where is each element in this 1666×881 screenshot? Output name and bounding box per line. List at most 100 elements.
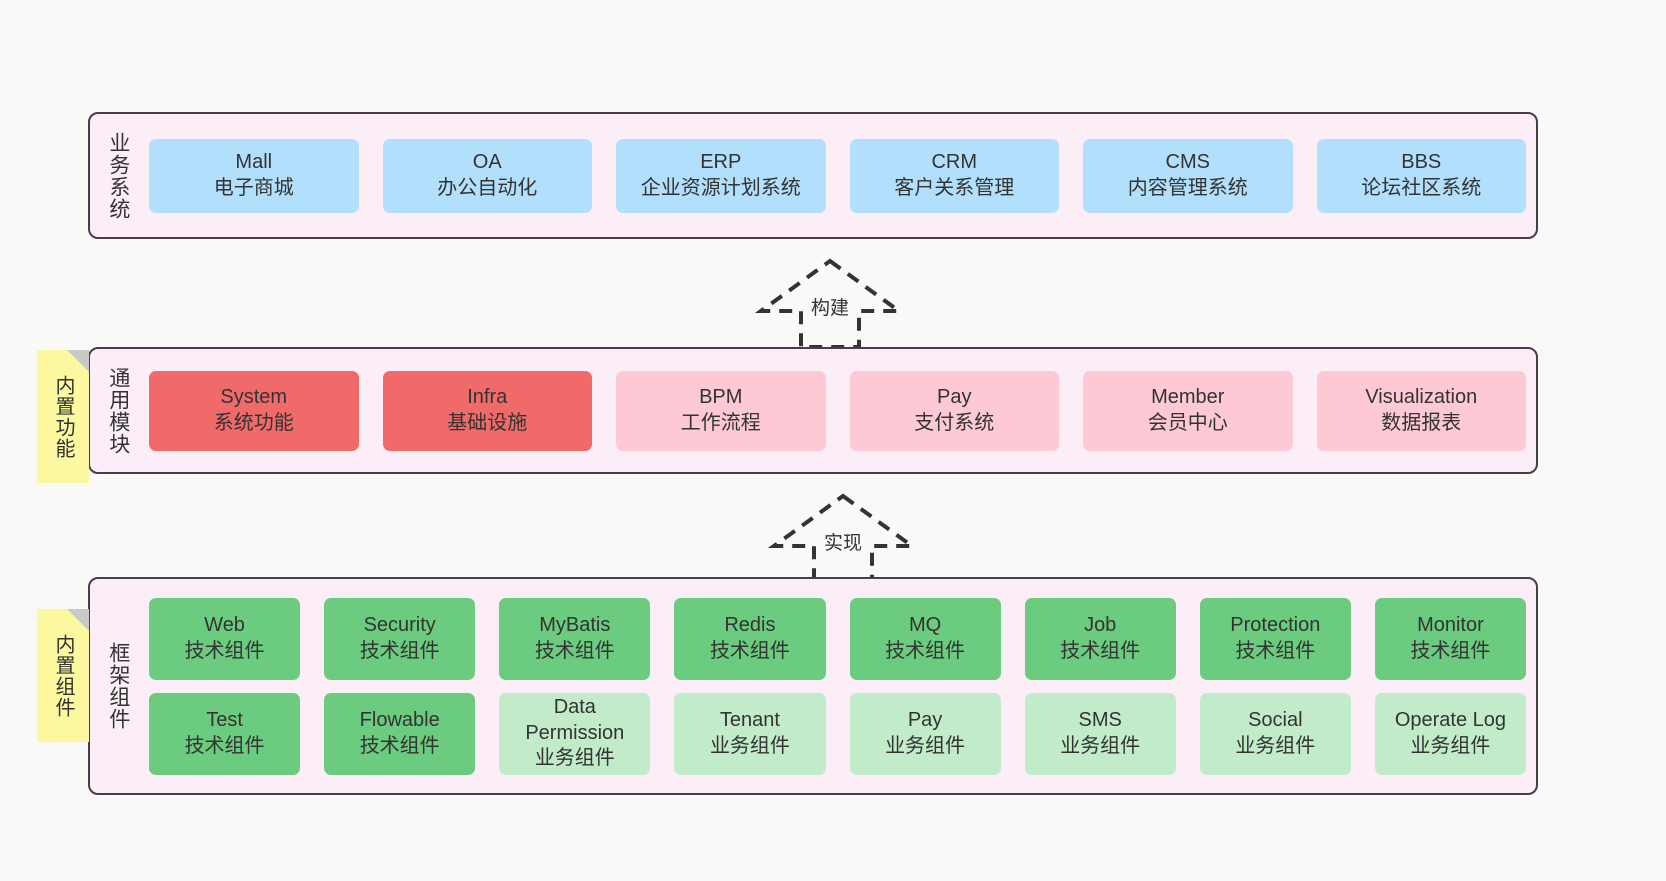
business-card-bbs[interactable]: BBS 论坛社区系统	[1316, 138, 1526, 213]
card-subtitle: 内容管理系统	[1127, 176, 1248, 199]
note-fold-corner-icon	[67, 350, 89, 372]
component-card-social[interactable]: Social 业务组件	[1199, 692, 1351, 775]
card-title: BBS	[1401, 150, 1442, 173]
card-title: Pay	[937, 385, 972, 408]
sticky-note-builtin-component: 内置组件	[37, 609, 89, 742]
card-title: Job	[1084, 613, 1117, 636]
card-title: Monitor	[1417, 613, 1484, 636]
card-subtitle: 技术组件	[359, 734, 440, 757]
component-card-job[interactable]: Job 技术组件	[1024, 597, 1176, 680]
card-title: BPM	[699, 385, 743, 408]
component-card-test[interactable]: Test 技术组件	[149, 692, 301, 775]
module-card-bpm[interactable]: BPM 工作流程	[616, 370, 826, 451]
component-card-mybatis[interactable]: MyBatis 技术组件	[499, 597, 651, 680]
card-title: Infra	[467, 385, 508, 408]
card-title: Social	[1248, 708, 1303, 731]
business-card-erp[interactable]: ERP 企业资源计划系统	[616, 138, 826, 213]
component-card-security[interactable]: Security 技术组件	[324, 597, 476, 680]
card-title: Tenant	[719, 708, 780, 731]
card-title: Flowable	[359, 708, 440, 731]
implement-arrow-label: 实现	[823, 533, 862, 554]
card-subtitle: 论坛社区系统	[1361, 176, 1482, 199]
module-card-visualization[interactable]: Visualization 数据报表	[1316, 370, 1526, 451]
component-card-protection[interactable]: Protection 技术组件	[1199, 597, 1351, 680]
card-title: CMS	[1165, 150, 1210, 173]
card-subtitle: 会员中心	[1147, 411, 1228, 434]
card-title: SMS	[1078, 708, 1122, 731]
card-subtitle: 企业资源计划系统	[640, 176, 801, 199]
card-subtitle: 业务组件	[1235, 734, 1316, 757]
card-subtitle: 技术组件	[359, 639, 440, 662]
card-title: Protection	[1230, 613, 1321, 636]
component-card-pay[interactable]: Pay 业务组件	[849, 692, 1001, 775]
card-subtitle: 技术组件	[1060, 639, 1141, 662]
component-card-web[interactable]: Web 技术组件	[149, 597, 301, 680]
common-modules-label: 通用模块	[106, 366, 130, 455]
card-subtitle: 技术组件	[709, 639, 790, 662]
card-title: Member	[1151, 385, 1225, 408]
card-title: MyBatis	[539, 613, 611, 636]
framework-components-label: 框架组件	[106, 642, 130, 730]
card-subtitle: 数据报表	[1381, 411, 1462, 434]
build-arrow-label: 构建	[810, 298, 849, 319]
component-card-mq[interactable]: MQ 技术组件	[849, 597, 1001, 680]
card-title: System	[220, 385, 288, 408]
component-card-sms[interactable]: SMS 业务组件	[1024, 692, 1176, 775]
module-card-infra[interactable]: Infra 基础设施	[382, 370, 592, 451]
card-title: Visualization	[1365, 385, 1478, 408]
card-title: Pay	[907, 708, 943, 731]
card-title: Operate Log	[1394, 708, 1507, 731]
component-card-operate-log[interactable]: Operate Log 业务组件	[1374, 692, 1526, 775]
card-title: Test	[206, 708, 243, 731]
card-subtitle: 技术组件	[885, 639, 966, 662]
sticky-note-builtin-component-label: 内置组件	[52, 633, 74, 718]
card-title: CRM	[931, 150, 978, 173]
card-title: Web	[204, 613, 245, 636]
card-title: MQ	[908, 613, 942, 636]
component-card-monitor[interactable]: Monitor 技术组件	[1374, 597, 1526, 680]
sticky-note-builtin-function: 内置功能	[37, 350, 89, 483]
card-subtitle: 技术组件	[1410, 639, 1491, 662]
card-subtitle: 电子商城	[213, 176, 294, 199]
card-subtitle: 技术组件	[1235, 639, 1316, 662]
note-fold-corner-icon	[67, 609, 89, 631]
card-subtitle: 技术组件	[184, 639, 265, 662]
card-subtitle: 业务组件	[709, 734, 790, 757]
card-subtitle: 支付系统	[914, 411, 995, 434]
card-subtitle: 基础设施	[447, 411, 528, 434]
business-card-oa[interactable]: OA 办公自动化	[382, 138, 592, 213]
component-card-flowable[interactable]: Flowable 技术组件	[324, 692, 476, 775]
module-card-member[interactable]: Member 会员中心	[1083, 370, 1293, 451]
card-title: OA	[472, 150, 502, 173]
module-card-pay[interactable]: Pay 支付系统	[849, 370, 1059, 451]
card-subtitle: 业务组件	[1410, 734, 1491, 757]
card-subtitle: 工作流程	[680, 411, 761, 434]
business-card-cms[interactable]: CMS 内容管理系统	[1083, 138, 1293, 213]
sticky-note-builtin-function-label: 内置功能	[52, 374, 74, 459]
card-title: Data Permission	[525, 696, 625, 744]
card-subtitle: 业务组件	[885, 734, 966, 757]
card-subtitle: 业务组件	[534, 747, 615, 770]
card-title: Security	[363, 613, 436, 636]
card-subtitle: 技术组件	[184, 734, 265, 757]
card-subtitle: 技术组件	[534, 639, 615, 662]
card-title: ERP	[700, 150, 742, 173]
component-card-data-permission[interactable]: Data Permission 业务组件	[499, 692, 651, 775]
card-subtitle: 业务组件	[1060, 734, 1141, 757]
build-arrow: 构建	[755, 255, 905, 350]
business-systems-label: 业务系统	[106, 131, 130, 220]
card-subtitle: 办公自动化	[437, 176, 538, 199]
component-card-tenant[interactable]: Tenant 业务组件	[674, 692, 826, 775]
